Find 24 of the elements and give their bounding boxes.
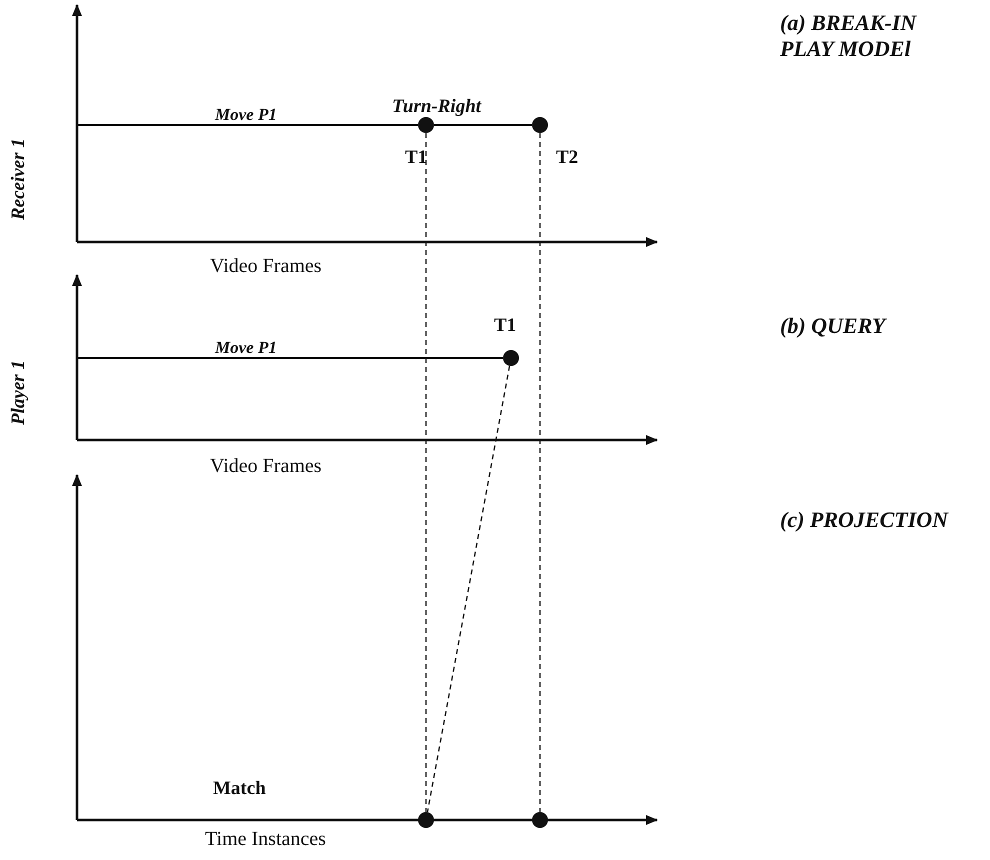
- axis-title: Player 1: [8, 360, 30, 425]
- axis-title: Receiver 1: [8, 138, 30, 220]
- dashed-connector: [539, 133, 541, 812]
- axis-title: Video Frames: [210, 255, 322, 278]
- caption-label: (c) PROJECTION: [780, 507, 948, 533]
- time-label: T1: [494, 315, 516, 337]
- event-dot: [418, 117, 434, 133]
- caption-label: (b) QUERY: [780, 313, 886, 339]
- time-label: T1: [405, 147, 428, 169]
- axis-title: Video Frames: [210, 455, 322, 478]
- segment-label: Move P1: [215, 338, 277, 358]
- event-dot: [503, 350, 519, 366]
- segment-label: Move P1: [215, 105, 277, 125]
- event-label: Match: [213, 778, 266, 800]
- caption-label: (a) BREAK-IN PLAY MODEl: [780, 10, 918, 62]
- dashed-connector: [426, 366, 510, 812]
- event-dot: [532, 117, 548, 133]
- timeline: [434, 124, 532, 126]
- event-label: Turn-Right: [392, 96, 482, 118]
- axis-title: Time Instances: [205, 828, 326, 851]
- time-label: T2: [556, 147, 578, 169]
- dashed-connector: [425, 133, 427, 812]
- event-dot: [532, 812, 548, 828]
- event-dot: [418, 812, 434, 828]
